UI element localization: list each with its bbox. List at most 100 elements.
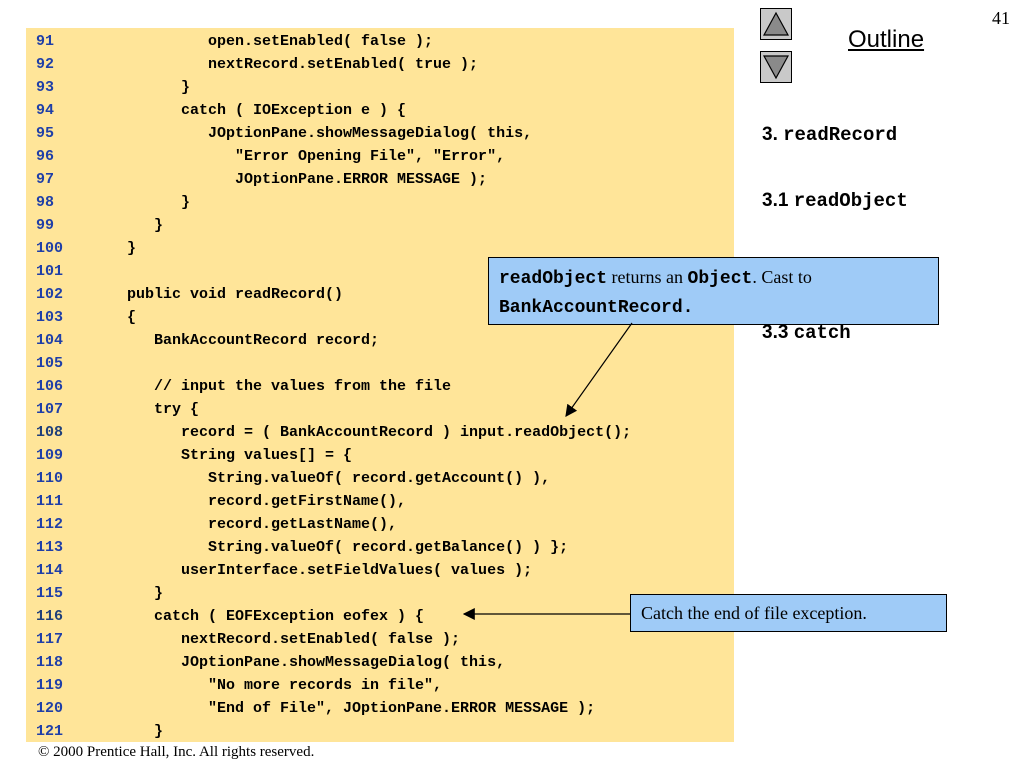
- code-line: 96 "Error Opening File", "Error",: [26, 145, 734, 168]
- code-text: }: [100, 240, 137, 257]
- copyright-footer: © 2000 Prentice Hall, Inc. All rights re…: [38, 744, 315, 760]
- outline-item-number: 3.: [762, 124, 784, 145]
- line-number: 119: [36, 677, 64, 694]
- code-line: 116 catch ( EOFException eofex ) {: [26, 605, 734, 628]
- outline-title[interactable]: Outline: [848, 26, 925, 53]
- code-line: 121 }: [26, 720, 734, 743]
- line-number: 112: [36, 516, 64, 533]
- line-number: 104: [36, 332, 64, 349]
- code-text: catch ( IOException e ) {: [100, 102, 407, 119]
- code-text: String.valueOf( record.getBalance() ) };: [100, 539, 569, 556]
- code-text: JOptionPane.ERROR MESSAGE );: [100, 171, 488, 188]
- code-line: 104 BankAccountRecord record;: [26, 329, 734, 352]
- code-text: String values[] = {: [100, 447, 353, 464]
- code-line: 114 userInterface.setFieldValues( values…: [26, 559, 734, 582]
- code-text: String.valueOf( record.getAccount() ),: [100, 470, 551, 487]
- code-text: JOptionPane.showMessageDialog( this,: [100, 654, 506, 671]
- code-text: "No more records in file",: [100, 677, 443, 694]
- code-line: 102 public void readRecord(): [26, 283, 734, 306]
- code-line: 95 JOptionPane.showMessageDialog( this,: [26, 122, 734, 145]
- code-line: 107 try {: [26, 398, 734, 421]
- code-line: 108 record = ( BankAccountRecord ) input…: [26, 421, 734, 444]
- line-number: 106: [36, 378, 64, 395]
- line-number: 103: [36, 309, 64, 326]
- code-text: }: [100, 723, 164, 740]
- code-line: 98 }: [26, 191, 734, 214]
- code-text: BankAccountRecord record;: [100, 332, 380, 349]
- code-text: "End of File", JOptionPane.ERROR MESSAGE…: [100, 700, 596, 717]
- next-slide-button[interactable]: [760, 51, 792, 83]
- code-line: 94 catch ( IOException e ) {: [26, 99, 734, 122]
- code-line: 118 JOptionPane.showMessageDialog( this,: [26, 651, 734, 674]
- line-number: 114: [36, 562, 64, 579]
- code-line: 119 "No more records in file",: [26, 674, 734, 697]
- code-line: 117 nextRecord.setEnabled( false );: [26, 628, 734, 651]
- code-line: 93 }: [26, 76, 734, 99]
- page-number: 41: [992, 8, 1010, 28]
- line-number: 100: [36, 240, 64, 257]
- line-number: 91: [36, 33, 55, 50]
- outline-item-label: readObject: [793, 190, 908, 212]
- code-line: 106 // input the values from the file: [26, 375, 734, 398]
- outline-item: 3. readRecord: [762, 124, 897, 146]
- code-line: 112 record.getLastName(),: [26, 513, 734, 536]
- code-line: 99 }: [26, 214, 734, 237]
- line-number: 110: [36, 470, 64, 487]
- down-triangle-icon: [762, 55, 790, 80]
- code-line: 120 "End of File", JOptionPane.ERROR MES…: [26, 697, 734, 720]
- callout-code: Object: [687, 269, 753, 289]
- code-line: 91 open.setEnabled( false );: [26, 30, 734, 53]
- code-text: catch ( EOFException eofex ) {: [100, 608, 425, 625]
- outline-item-number: 3.1: [762, 190, 794, 211]
- code-text: record.getLastName(),: [100, 516, 398, 533]
- line-number: 108: [36, 424, 64, 441]
- code-line: 110 String.valueOf( record.getAccount() …: [26, 467, 734, 490]
- line-number: 115: [36, 585, 64, 602]
- line-number: 97: [36, 171, 55, 188]
- callout-text: . Cast to: [752, 267, 812, 287]
- line-number: 101: [36, 263, 64, 280]
- line-number: 117: [36, 631, 64, 648]
- code-line: 105: [26, 352, 734, 375]
- line-number: 118: [36, 654, 64, 671]
- line-number: 120: [36, 700, 64, 717]
- code-line: 101: [26, 260, 734, 283]
- code-text: nextRecord.setEnabled( true );: [100, 56, 479, 73]
- readobject-callout: readObject returns an Object. Cast to Ba…: [488, 257, 939, 325]
- outline-item: 3.3 catch: [762, 322, 851, 344]
- code-text: nextRecord.setEnabled( false );: [100, 631, 461, 648]
- line-number: 94: [36, 102, 55, 119]
- code-text: }: [100, 217, 164, 234]
- code-line: 92 nextRecord.setEnabled( true );: [26, 53, 734, 76]
- line-number: 109: [36, 447, 64, 464]
- code-text: // input the values from the file: [100, 378, 452, 395]
- outline-item-label: readRecord: [783, 124, 898, 146]
- line-number: 102: [36, 286, 64, 303]
- code-text: record.getFirstName(),: [100, 493, 407, 510]
- code-text: }: [100, 79, 191, 96]
- line-number: 99: [36, 217, 55, 234]
- callout-code: BankAccountRecord.: [499, 298, 694, 318]
- code-line: 103 {: [26, 306, 734, 329]
- code-text: {: [100, 309, 137, 326]
- code-text: record = ( BankAccountRecord ) input.rea…: [100, 424, 632, 441]
- outline-item-number: 3.3: [762, 322, 794, 343]
- line-number: 105: [36, 355, 64, 372]
- line-number: 92: [36, 56, 55, 73]
- line-number: 116: [36, 608, 64, 625]
- callout-text: Catch the end of file exception.: [641, 603, 867, 623]
- callout-text: returns an: [607, 267, 688, 287]
- line-number: 107: [36, 401, 64, 418]
- line-number: 111: [36, 493, 64, 510]
- code-text: open.setEnabled( false );: [100, 33, 434, 50]
- line-number: 98: [36, 194, 55, 211]
- eof-callout: Catch the end of file exception.: [630, 594, 947, 632]
- code-line: 111 record.getFirstName(),: [26, 490, 734, 513]
- code-line: 100 }: [26, 237, 734, 260]
- previous-slide-button[interactable]: [760, 8, 792, 40]
- code-line: 115 }: [26, 582, 734, 605]
- up-triangle-icon: [762, 11, 790, 36]
- line-number: 93: [36, 79, 55, 96]
- code-text: public void readRecord(): [100, 286, 344, 303]
- code-text: "Error Opening File", "Error",: [100, 148, 506, 165]
